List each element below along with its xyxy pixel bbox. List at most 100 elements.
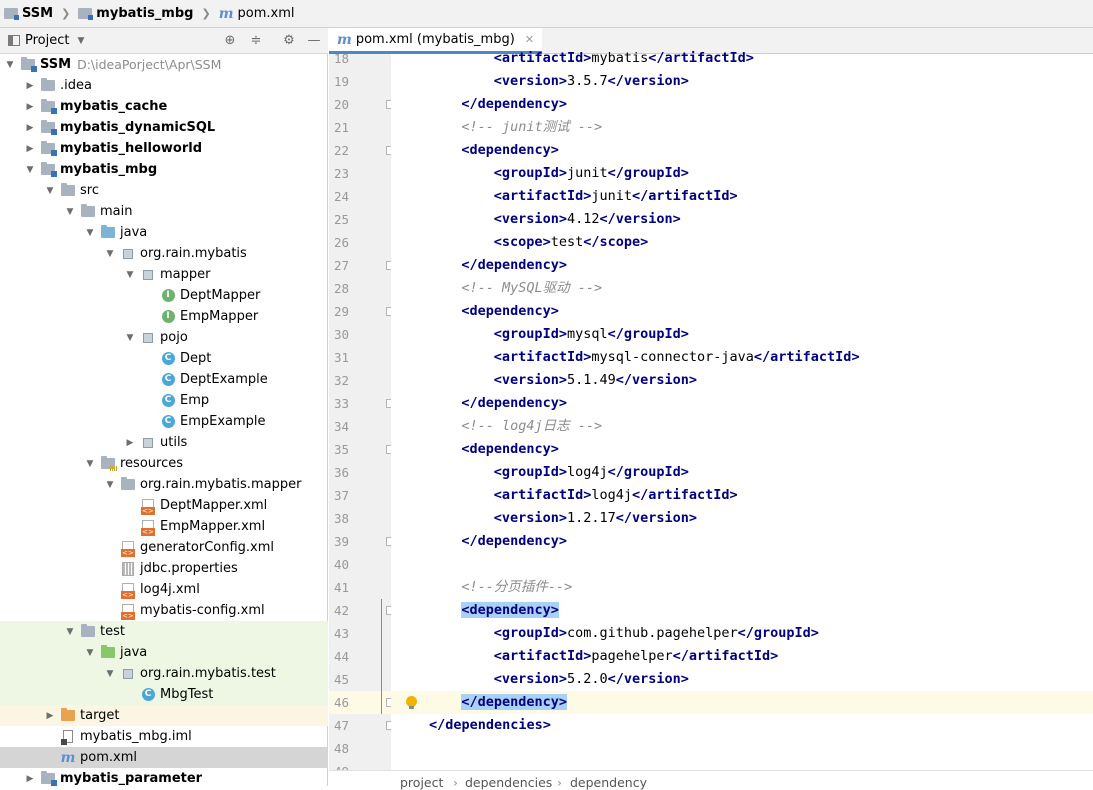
code-line[interactable]: <dependency> — [391, 300, 1093, 323]
project-view-selector[interactable]: Project ▼ — [8, 33, 84, 48]
code-line[interactable]: <dependency> — [391, 599, 1093, 622]
code-line[interactable]: <version>5.2.0</version> — [391, 668, 1093, 691]
tree-item[interactable]: ▶mybatis_dynamicSQL — [0, 117, 328, 138]
code-line[interactable]: <dependency> — [391, 438, 1093, 461]
code-line[interactable]: </dependency> — [391, 93, 1093, 116]
nav-crumb-module[interactable]: mybatis_mbg — [76, 6, 195, 21]
tree-item[interactable]: ▼org.rain.mybatis.test — [0, 663, 328, 684]
tab-pom-xml[interactable]: m pom.xml (mybatis_mbg) ✕ — [329, 28, 543, 54]
chevron-down-icon[interactable]: ▼ — [86, 227, 94, 238]
code-line[interactable]: <version>1.2.17</version> — [391, 507, 1093, 530]
chevron-right-icon[interactable]: ▶ — [26, 80, 34, 91]
hide-icon[interactable]: — — [307, 33, 321, 48]
close-icon[interactable]: ✕ — [524, 33, 535, 46]
code-line[interactable]: <groupId>com.github.pagehelper</groupId> — [391, 622, 1093, 645]
code-line[interactable]: </dependency> — [391, 254, 1093, 277]
chevron-right-icon[interactable]: ▶ — [26, 101, 34, 112]
code-editor[interactable]: <artifactId>mybatis</artifactId><version… — [391, 50, 1093, 770]
tree-item[interactable]: jdbc.properties — [0, 558, 328, 579]
tree-item[interactable]: EmpMapper.xml — [0, 516, 328, 537]
breadcrumb-item[interactable]: project — [400, 775, 444, 790]
tree-item[interactable]: log4j.xml — [0, 579, 328, 600]
chevron-right-icon[interactable]: ▶ — [26, 122, 34, 133]
chevron-right-icon[interactable]: ▶ — [126, 437, 134, 448]
code-line[interactable] — [391, 737, 1093, 760]
code-line[interactable]: <artifactId>pagehelper</artifactId> — [391, 645, 1093, 668]
tree-item[interactable]: ▶.idea — [0, 75, 328, 96]
chevron-right-icon[interactable]: ▶ — [26, 143, 34, 154]
nav-crumb-file[interactable]: m pom.xml — [217, 6, 297, 22]
code-line[interactable]: <dependency> — [391, 139, 1093, 162]
code-line[interactable]: <groupId>junit</groupId> — [391, 162, 1093, 185]
tree-item[interactable]: ▶mybatis_parameter — [0, 768, 328, 789]
chevron-down-icon[interactable]: ▼ — [66, 206, 74, 217]
code-line[interactable]: </dependency> — [391, 392, 1093, 415]
code-line[interactable]: <groupId>log4j</groupId> — [391, 461, 1093, 484]
tree-item[interactable]: ▼mapper — [0, 264, 328, 285]
collapse-all-icon[interactable]: ≑ — [250, 33, 262, 48]
tree-item[interactable]: ▼mybatis_mbg — [0, 159, 328, 180]
chevron-down-icon[interactable]: ▼ — [126, 332, 134, 343]
chevron-down-icon[interactable]: ▼ — [46, 185, 54, 196]
chevron-down-icon[interactable]: ▼ — [126, 269, 134, 280]
tree-item[interactable]: ▼java — [0, 642, 328, 663]
chevron-down-icon[interactable]: ▼ — [26, 164, 34, 175]
chevron-down-icon[interactable]: ▼ — [106, 248, 114, 259]
chevron-down-icon[interactable]: ▼ — [6, 59, 14, 70]
code-line[interactable]: <artifactId>log4j</artifactId> — [391, 484, 1093, 507]
lightbulb-icon[interactable] — [406, 696, 417, 709]
tree-item[interactable]: DeptMapper.xml — [0, 495, 328, 516]
chevron-down-icon[interactable]: ▼ — [66, 626, 74, 637]
chevron-right-icon[interactable]: ▶ — [26, 773, 34, 784]
chevron-down-icon[interactable]: ▼ — [86, 458, 94, 469]
tree-item[interactable]: ▼main — [0, 201, 328, 222]
tree-item[interactable]: ▶mybatis_helloworld — [0, 138, 328, 159]
tree-item[interactable]: ▶utils — [0, 432, 328, 453]
code-line[interactable]: <groupId>mysql</groupId> — [391, 323, 1093, 346]
tree-item[interactable]: ▶mybatis_cache — [0, 96, 328, 117]
locate-icon[interactable]: ⊕ — [224, 33, 236, 48]
chevron-down-icon[interactable]: ▼ — [106, 479, 114, 490]
tree-item[interactable]: ▼pojo — [0, 327, 328, 348]
gear-icon[interactable]: ⚙ — [283, 33, 295, 48]
code-line[interactable]: </dependency> — [391, 691, 1093, 714]
code-line[interactable]: <version>4.12</version> — [391, 208, 1093, 231]
breadcrumb-item[interactable]: dependency — [570, 775, 647, 790]
code-line[interactable]: <!--分页插件--> — [391, 576, 1093, 599]
tree-item[interactable]: ▼resources — [0, 453, 328, 474]
breadcrumb-item[interactable]: dependencies — [465, 775, 553, 790]
tree-item[interactable]: ▼org.rain.mybatis.mapper — [0, 474, 328, 495]
tree-item[interactable]: ▼org.rain.mybatis — [0, 243, 328, 264]
nav-crumb-project[interactable]: SSM — [0, 6, 55, 21]
tree-item[interactable]: ▼java — [0, 222, 328, 243]
code-line[interactable]: <!-- junit测试 --> — [391, 116, 1093, 139]
chevron-right-icon[interactable]: ▶ — [46, 710, 54, 721]
tree-item[interactable]: mybatis_mbg.iml — [0, 726, 328, 747]
tree-item[interactable]: mybatis-config.xml — [0, 600, 328, 621]
tree-item[interactable]: ▶target — [0, 705, 328, 726]
code-line[interactable]: <version>5.1.49</version> — [391, 369, 1093, 392]
code-line[interactable]: <artifactId>mysql-connector-java</artifa… — [391, 346, 1093, 369]
code-line[interactable]: <!-- MySQL驱动 --> — [391, 277, 1093, 300]
code-line[interactable]: <!-- log4j日志 --> — [391, 415, 1093, 438]
code-line[interactable]: <version>3.5.7</version> — [391, 70, 1093, 93]
code-line[interactable]: </dependency> — [391, 530, 1093, 553]
tree-item[interactable]: ▼src — [0, 180, 328, 201]
chevron-down-icon[interactable]: ▼ — [106, 668, 114, 679]
code-line[interactable]: </dependencies> — [391, 714, 1093, 737]
tree-item[interactable]: generatorConfig.xml — [0, 537, 328, 558]
code-line[interactable]: <artifactId>junit</artifactId> — [391, 185, 1093, 208]
tree-item[interactable]: ▼test — [0, 621, 328, 642]
code-line[interactable]: <artifactId>mybatis</artifactId> — [391, 47, 1093, 70]
